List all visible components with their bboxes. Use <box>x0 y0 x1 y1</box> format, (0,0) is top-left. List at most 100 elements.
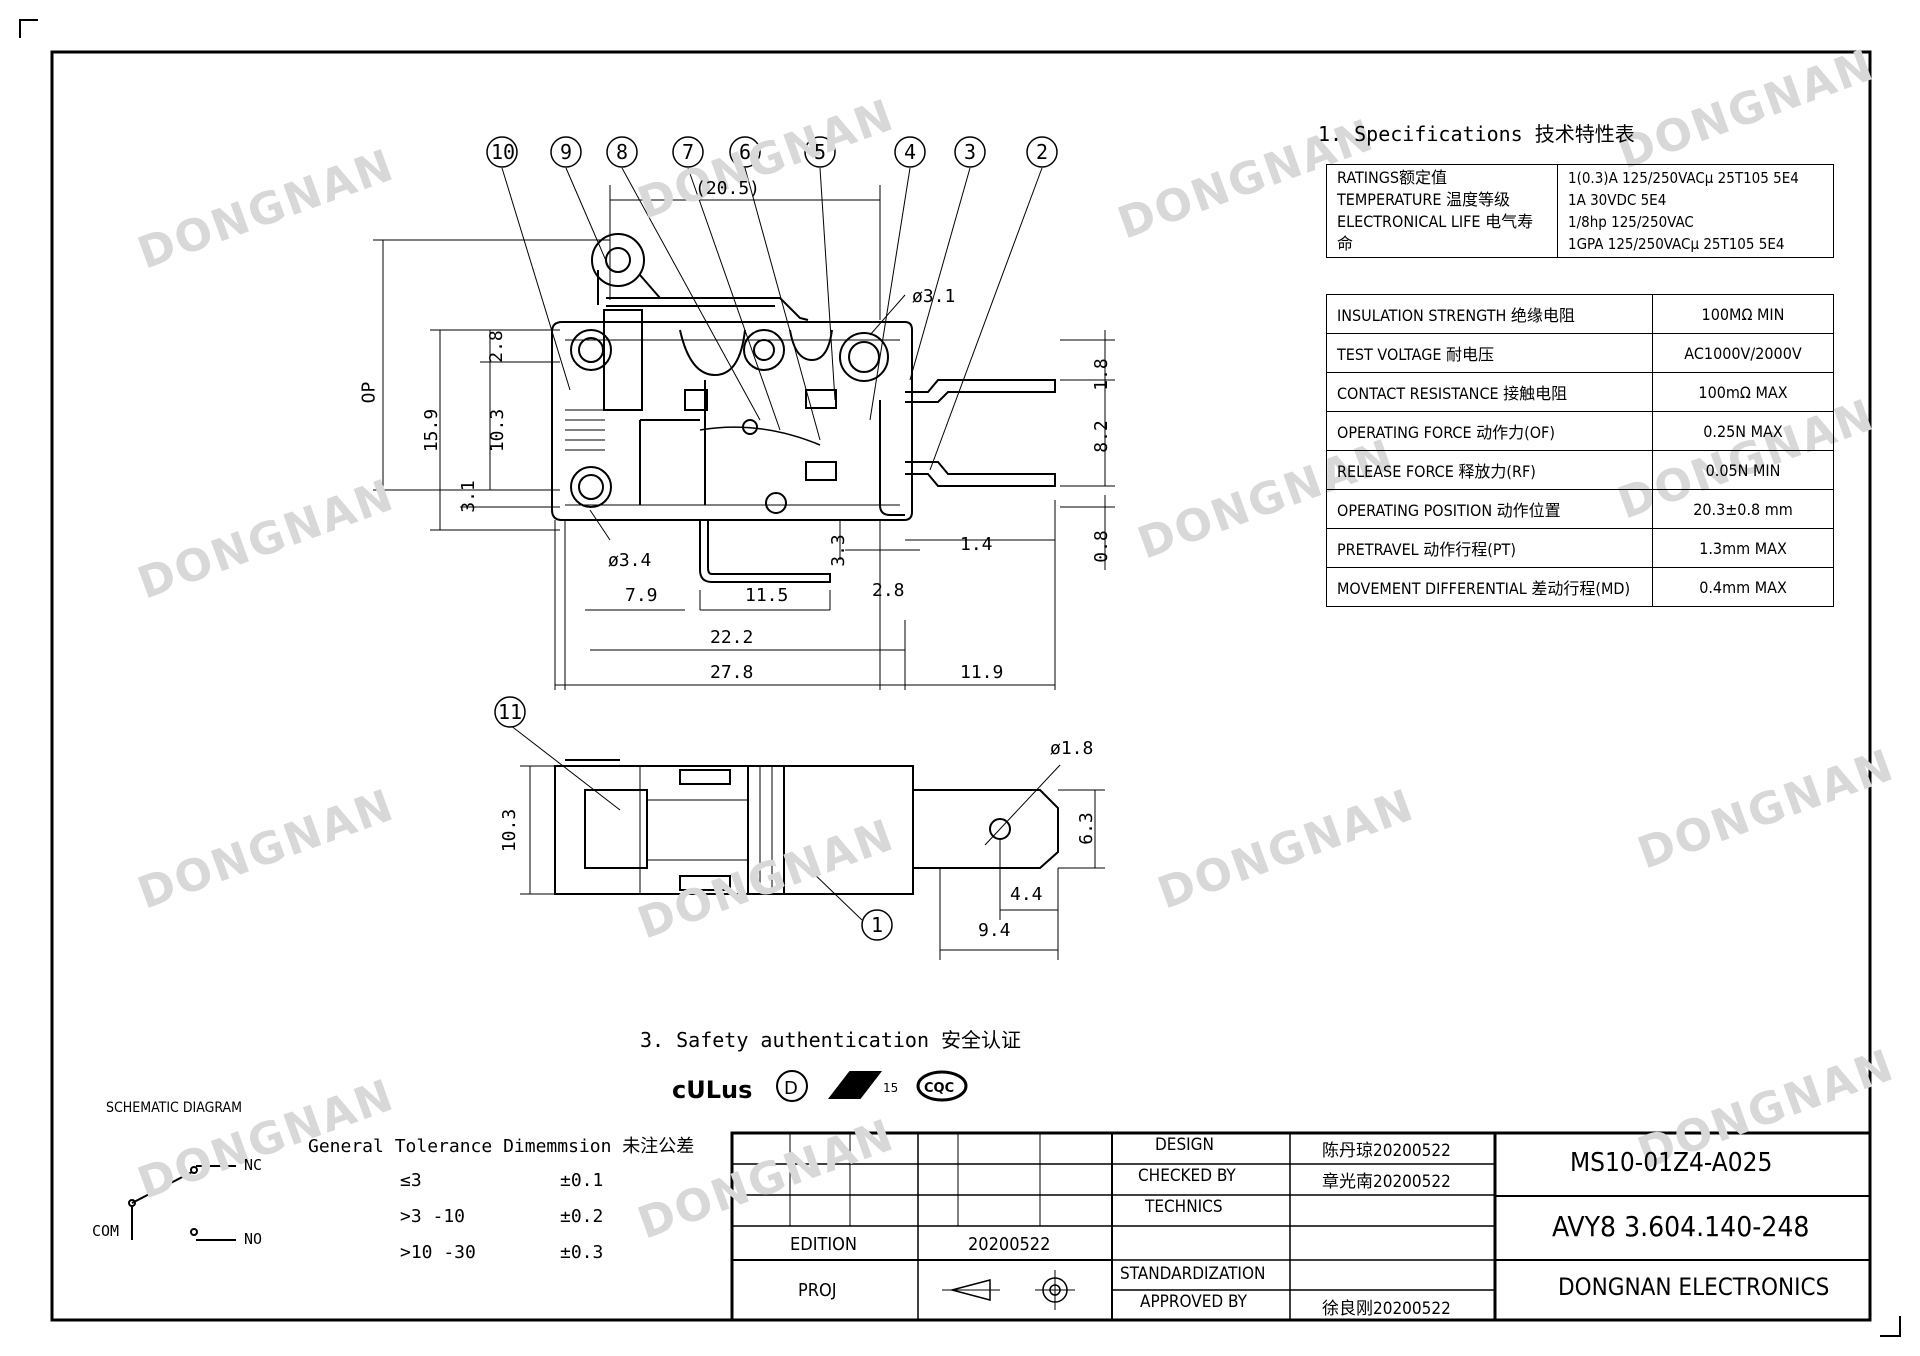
dimension-label: 15.9 <box>421 408 443 453</box>
ratings-label: RATINGS额定值 <box>1337 168 1448 187</box>
dimension-label: 8.2 <box>1090 420 1112 453</box>
edition-value: 20200522 <box>968 1234 1051 1255</box>
spec-label: MOVEMENT DIFFERENTIAL 差动行程(MD) <box>1326 567 1653 607</box>
schematic-nc-label: NC <box>244 1156 263 1174</box>
design-value: 陈丹琼20200522 <box>1322 1141 1451 1161</box>
ratings-label: TEMPERATURE 温度等级 <box>1337 190 1511 209</box>
callout-number: 6 <box>739 140 752 164</box>
spec-label: OPERATING POSITION 动作位置 <box>1326 489 1653 529</box>
schematic-com-label: COM <box>92 1222 120 1240</box>
tolerance-value: ±0.2 <box>560 1206 604 1227</box>
callout-number: 7 <box>682 140 695 164</box>
dimension-label: 7.9 <box>625 585 658 606</box>
part-number: MS10-01Z4-A025 <box>1570 1148 1773 1178</box>
spec-label: INSULATION STRENGTH 绝缘电阻 <box>1326 294 1653 334</box>
spec-value: 1.3mm MAX <box>1652 528 1834 568</box>
dimension-label: 11.9 <box>960 662 1004 683</box>
spec-value: 100MΩ MIN <box>1652 294 1834 334</box>
checked-value: 章光南20200522 <box>1322 1172 1451 1192</box>
table-row: RELEASE FORCE 释放力(RF)0.05N MIN <box>1326 450 1834 490</box>
spec-value: 0.4mm MAX <box>1652 567 1834 607</box>
tolerance-value: ±0.3 <box>560 1242 604 1263</box>
callout-number: 1 <box>871 913 884 937</box>
table-row: OPERATING FORCE 动作力(OF)0.25N MAX <box>1326 411 1834 451</box>
callout-number: 8 <box>616 140 629 164</box>
callout-number: 4 <box>904 140 917 164</box>
dimension-lines-side <box>520 764 1105 960</box>
ratings-table: RATINGS额定值 TEMPERATURE 温度等级 ELECTRONICAL… <box>1326 164 1834 258</box>
spec-value: 0.25N MAX <box>1652 411 1834 451</box>
dimension-label: 4.4 <box>1010 884 1043 905</box>
dimension-label: 1.4 <box>960 534 993 555</box>
ratings-value: 1(0.3)A 125/250VACμ 25T105 5E4 <box>1568 169 1799 187</box>
spec-value: 20.3±0.8 mm <box>1652 489 1834 529</box>
schematic-diagram <box>128 1165 236 1241</box>
callout-number: 9 <box>560 140 573 164</box>
callout-number: 3 <box>964 140 977 164</box>
dimension-label: 10.3 <box>499 808 521 853</box>
spec-label: RELEASE FORCE 释放力(RF) <box>1326 450 1653 490</box>
design-label: DESIGN <box>1155 1135 1214 1155</box>
edition-label: EDITION <box>790 1234 857 1255</box>
tolerance-range: >10 -30 <box>400 1242 476 1263</box>
dimension-label: 11.5 <box>745 585 789 606</box>
front-view <box>551 233 1056 583</box>
approved-value: 徐良刚20200522 <box>1322 1299 1451 1319</box>
approved-label: APPROVED BY <box>1140 1292 1247 1312</box>
dimension-label: 2.8 <box>872 580 905 601</box>
dimension-label: (20.5) <box>695 178 761 199</box>
ratings-value: 1/8hp 125/250VAC <box>1568 213 1694 231</box>
dimension-label: 1.8 <box>1090 358 1112 391</box>
spec-label: CONTACT RESISTANCE 接触电阻 <box>1326 372 1653 412</box>
dimension-label: 6.3 <box>1075 812 1097 845</box>
schematic-no-label: NO <box>244 1230 263 1248</box>
ratings-labels: RATINGS额定值 TEMPERATURE 温度等级 ELECTRONICAL… <box>1326 164 1558 258</box>
standardization-label: STANDARDIZATION <box>1120 1264 1266 1284</box>
spec-value: 100mΩ MAX <box>1652 372 1834 412</box>
callout-number: 5 <box>814 140 827 164</box>
spec-value: AC1000V/2000V <box>1652 333 1834 373</box>
svg-text:15: 15 <box>883 1081 898 1095</box>
dimension-label: 0.8 <box>1090 530 1112 563</box>
tolerance-range: >3 -10 <box>400 1206 466 1227</box>
side-view <box>554 759 1059 895</box>
schematic-title: SCHEMATIC DIAGRAM <box>106 1100 243 1116</box>
spec-label: TEST VOLTAGE 耐电压 <box>1326 333 1653 373</box>
tolerance-title: General Tolerance Dimemmsion 未注公差 <box>308 1136 695 1157</box>
corner-marks <box>19 19 1901 1337</box>
dimension-label: 3.1 <box>457 480 479 513</box>
technics-label: TECHNICS <box>1145 1197 1223 1217</box>
checked-label: CHECKED BY <box>1138 1166 1236 1186</box>
dimension-label: 22.2 <box>710 627 754 648</box>
dimension-label: 9.4 <box>978 920 1011 941</box>
ratings-values: 1(0.3)A 125/250VACμ 25T105 5E4 1A 30VDC … <box>1557 164 1834 258</box>
dimension-label: 10.3 <box>487 408 509 453</box>
spec-value: 0.05N MIN <box>1652 450 1834 490</box>
callout-circles <box>486 136 1058 941</box>
title-block-frame <box>730 1131 1872 1322</box>
callout-number: 10 <box>491 140 516 164</box>
svg-text:cULus: cULus <box>672 1076 752 1104</box>
callout-number: 11 <box>498 700 523 724</box>
svg-text:D: D <box>784 1078 798 1099</box>
table-row: MOVEMENT DIFFERENTIAL 差动行程(MD)0.4mm MAX <box>1326 567 1834 607</box>
callout-number: 2 <box>1036 140 1049 164</box>
ratings-label: ELECTRONICAL LIFE 电气寿命 <box>1337 212 1534 253</box>
tolerance-value: ±0.1 <box>560 1170 604 1191</box>
dimension-label: 2.8 <box>485 330 507 363</box>
dimension-label: ø1.8 <box>1050 738 1094 759</box>
company-name: DONGNAN ELECTRONICS <box>1558 1273 1830 1301</box>
dimension-label: 27.8 <box>710 662 754 683</box>
dimension-lines-front <box>373 185 1115 690</box>
dimension-label: OP <box>358 381 380 404</box>
svg-text:CQC: CQC <box>924 1081 954 1096</box>
drawing-number: AVY8 3.604.140-248 <box>1552 1210 1810 1243</box>
callout-leaders <box>501 167 1043 921</box>
dimension-label: 3.3 <box>827 534 849 567</box>
tolerance-range: ≤3 <box>400 1170 422 1191</box>
